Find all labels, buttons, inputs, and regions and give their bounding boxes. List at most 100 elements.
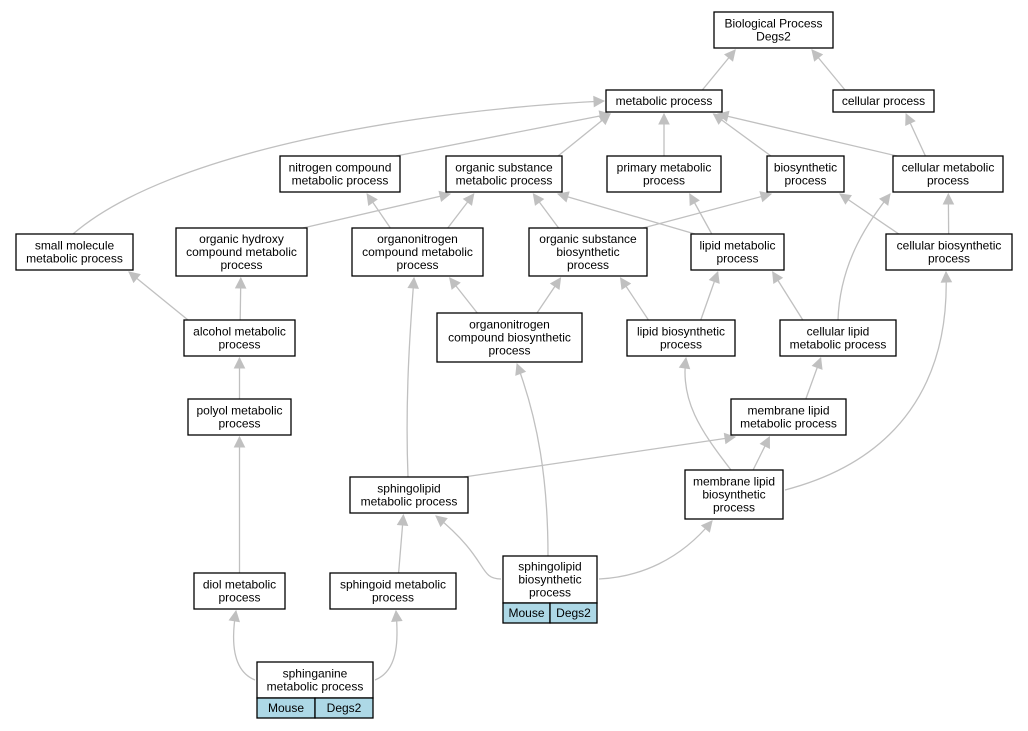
arrow-head	[839, 193, 852, 205]
edge-line	[684, 357, 732, 471]
node-box	[892, 155, 1004, 193]
arrow-head	[700, 520, 713, 533]
edge-lipidbio-to-lipidmetab	[700, 270, 720, 321]
edge-sphingolipid-to-organonitro	[406, 276, 419, 478]
node-label-line: metabolic process	[790, 338, 887, 352]
edge-orghydroxy-to-organicsub	[302, 190, 452, 229]
edge-line	[837, 193, 891, 321]
edge-memlipidbio-to-memlipid	[752, 435, 771, 471]
arrow-head	[449, 277, 461, 290]
arrow-head	[366, 193, 378, 206]
node-label-line: compound metabolic	[186, 245, 297, 259]
node-label-line: metabolic process	[361, 495, 458, 509]
edge-cellular-to-bp	[811, 49, 846, 91]
node-label-line: process	[372, 591, 414, 605]
node-label-line: nitrogen compound	[289, 161, 392, 175]
edge-smallmol-to-metabolic	[72, 95, 606, 235]
arrow-head	[723, 432, 737, 445]
node-label-line: process	[218, 417, 260, 431]
edge-metabolic-to-bp	[701, 49, 736, 91]
annotation-gene: Degs2	[327, 701, 362, 715]
node-label-line: process	[660, 338, 702, 352]
edge-line	[128, 271, 189, 321]
node-box	[684, 469, 784, 520]
arrow-head	[233, 435, 246, 448]
arrow-head	[234, 276, 247, 289]
arrow-head	[233, 356, 246, 369]
node-box	[351, 227, 484, 277]
node-box	[606, 155, 722, 193]
arrow-head	[724, 49, 736, 62]
node-label-line: sphingoid metabolic	[340, 578, 446, 592]
edge-memlipid-to-celllipid	[805, 356, 823, 400]
edge-celllipid-to-cellmetab	[837, 193, 891, 321]
edge-line	[406, 277, 415, 478]
node-box	[436, 312, 583, 363]
arrow-head	[716, 110, 730, 123]
edge-lipidbio-to-orgsubbio	[619, 277, 649, 321]
arrow-head	[515, 362, 527, 376]
arrow-head	[811, 49, 824, 62]
edge-alcohol-to-orghydroxy	[234, 276, 247, 321]
node-label-line: alcohol metabolic	[193, 325, 286, 339]
node-label-line: compound biosynthetic	[448, 331, 571, 345]
node-label-line: biosynthetic	[702, 488, 765, 502]
node-label-line: process	[643, 174, 685, 188]
arrow-head	[128, 271, 141, 284]
node-box	[626, 319, 736, 357]
arrow-head	[407, 276, 419, 289]
edge-polyol-to-alcohol	[233, 356, 246, 400]
node-label-line: biosynthetic	[556, 245, 619, 259]
node-cellular[interactable]: cellular process	[832, 89, 935, 113]
arrow-head	[759, 435, 770, 449]
edge-organonitrobio-to-organonitro	[449, 277, 478, 314]
node-box	[175, 227, 308, 277]
arrow-head	[619, 277, 632, 290]
edge-sphinglipidbio-to-sphingolipid	[435, 515, 502, 580]
node-box	[329, 572, 457, 610]
edge-alcohol-to-smallmol	[128, 271, 189, 321]
node-label-line: primary metabolic	[617, 161, 712, 175]
node-box	[279, 155, 401, 193]
node-label-line: metabolic process	[267, 680, 364, 694]
node-label-line: diol metabolic	[203, 578, 276, 592]
node-label-line: process	[529, 586, 571, 600]
node-label-line: process	[220, 258, 262, 272]
node-box	[256, 661, 374, 699]
edges-layer	[72, 49, 955, 681]
node-metabolic[interactable]: metabolic process	[605, 89, 723, 113]
edge-line	[839, 193, 900, 235]
node-box	[183, 319, 296, 357]
node-label-line: organic substance	[455, 161, 553, 175]
edge-line	[516, 363, 549, 557]
edge-cellmetab-to-metabolic	[716, 110, 898, 157]
node-label-line: organonitrogen	[377, 232, 458, 246]
node-label-line: cellular process	[842, 94, 925, 108]
edge-sphinganine-to-diol	[228, 609, 256, 681]
node-label-line: lipid biosynthetic	[637, 325, 725, 339]
